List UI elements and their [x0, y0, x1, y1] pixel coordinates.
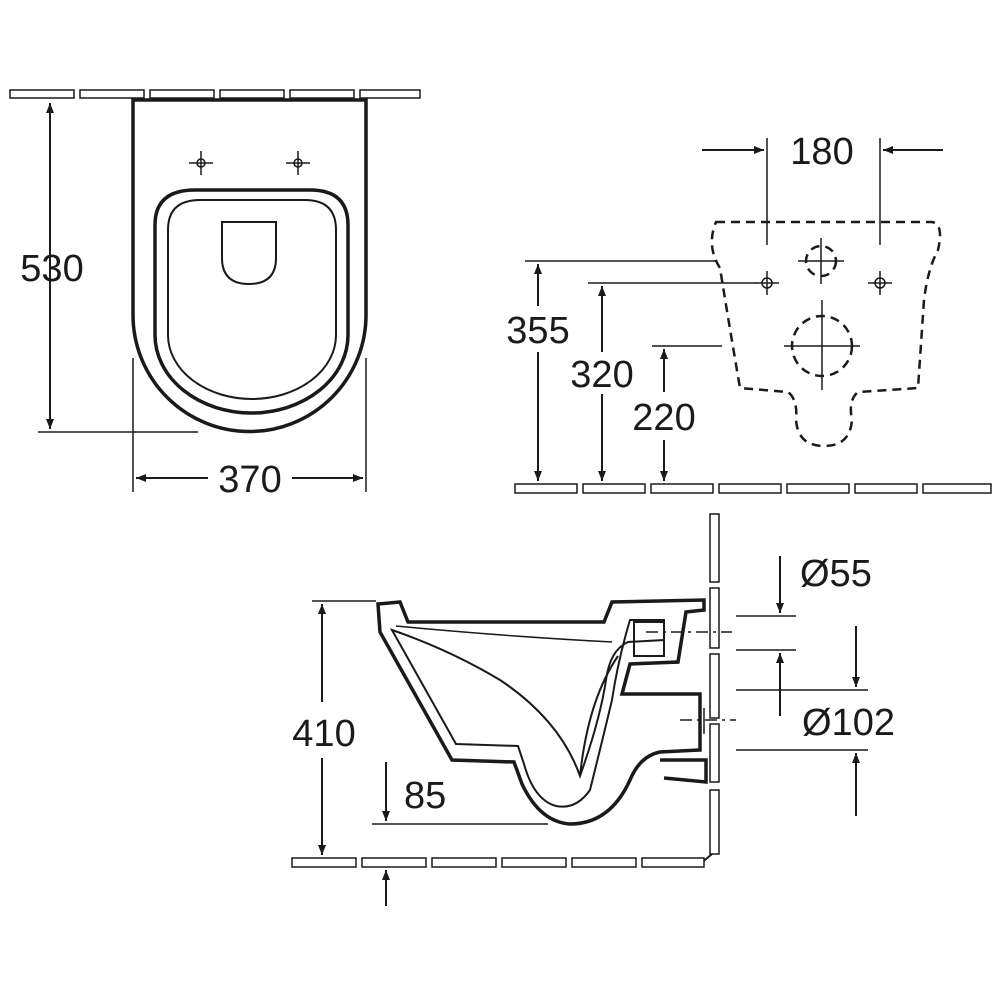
side-view: 410 85 Ø55 Ø102	[291, 513, 895, 906]
top-view-bowl-outline	[131, 98, 368, 434]
dimension-55	[736, 556, 796, 716]
dimension-220	[652, 345, 722, 481]
dimension-410	[312, 600, 376, 855]
dimension-370	[132, 358, 367, 492]
dimension-320	[588, 282, 756, 481]
rear-view-fixing-crosshair-left	[755, 271, 779, 295]
rear-view-floor	[514, 483, 992, 494]
dimension-label-55: Ø55	[800, 553, 872, 595]
side-view-bowl-outer	[376, 598, 706, 826]
dimension-label-85: 85	[404, 775, 446, 817]
side-view-wall	[699, 513, 720, 865]
dimension-102	[736, 626, 868, 816]
top-view-bowl-opening	[221, 221, 277, 286]
side-view-bowl-inner	[389, 619, 665, 808]
dimension-355	[525, 260, 716, 481]
dimension-label-530: 530	[20, 248, 83, 290]
dimension-label-410: 410	[292, 713, 355, 755]
side-view-floor	[291, 857, 705, 868]
dimension-label-355: 355	[506, 310, 569, 352]
side-view-trap	[579, 655, 619, 777]
top-view: 530 370	[9, 89, 421, 501]
top-view-fixing-crosshair-right	[286, 151, 310, 175]
top-view-seat-inner	[167, 199, 337, 400]
dimension-label-220: 220	[632, 397, 695, 439]
side-view-rim	[395, 625, 613, 643]
top-view-fixing-crosshair-left	[189, 151, 213, 175]
dimension-530	[38, 103, 198, 433]
dimension-180	[702, 138, 943, 245]
top-view-seat-outer	[153, 188, 350, 415]
dimension-85	[372, 762, 548, 906]
rear-view-inlet	[798, 238, 844, 284]
top-view-wall	[9, 89, 421, 99]
dimension-label-320: 320	[570, 354, 633, 396]
side-view-outlet-pocket	[633, 621, 665, 657]
dimension-label-180: 180	[790, 131, 853, 173]
rear-view-fixing-crosshair-right	[868, 271, 892, 295]
rear-view: 180 355 320 220	[506, 131, 992, 494]
rear-view-outline	[710, 220, 942, 448]
rear-view-outlet	[784, 300, 860, 390]
dimension-label-370: 370	[218, 459, 281, 501]
side-view-rear-foot	[660, 758, 708, 784]
dimension-label-102: Ø102	[802, 702, 895, 744]
